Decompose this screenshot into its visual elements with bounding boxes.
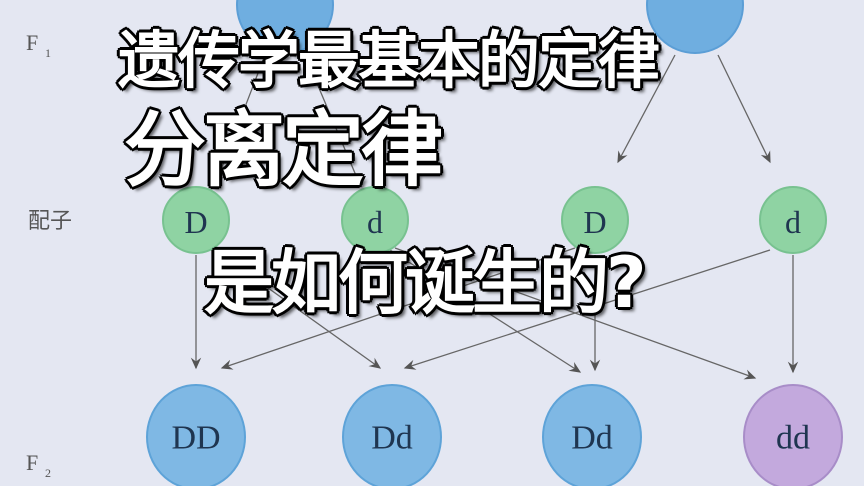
f1-label-sub: 1 (45, 46, 51, 60)
caption-subject: 分离定律 (124, 103, 443, 198)
gamete-node (162, 186, 230, 254)
f1-node-2 (646, 0, 744, 54)
gamete-node (341, 186, 409, 254)
gamete-label: 配子 (28, 208, 72, 233)
gamete-allele: d (367, 204, 383, 240)
f1-node-1 (236, 0, 334, 54)
f2-label-sub: 2 (45, 466, 51, 480)
gamete-allele: d (785, 204, 801, 240)
gamete-allele: D (583, 204, 606, 240)
caption-title: 遗传学最基本的定律 (118, 24, 660, 97)
f2-row: F 2 DD Dd Dd dd (26, 384, 843, 486)
f2-genotype: DD (171, 420, 220, 457)
caption-question: 是如何诞生的? (204, 242, 647, 324)
f2-genotype: Dd (571, 420, 613, 457)
f2-node (342, 384, 442, 486)
f2-node (542, 384, 642, 486)
gamete-node (759, 186, 827, 254)
f2-genotype: dd (776, 420, 810, 457)
gamete-row: 配子 D d D d (28, 186, 827, 254)
f2-genotype: Dd (371, 420, 413, 457)
f2-label: F (26, 450, 38, 475)
f2-node-recessive (743, 384, 843, 486)
arrows (190, 54, 799, 380)
gamete-node (561, 186, 629, 254)
f1-row: F 1 (26, 0, 744, 60)
f1-label: F (26, 30, 38, 55)
f2-node (146, 384, 246, 486)
gamete-allele: D (184, 204, 207, 240)
